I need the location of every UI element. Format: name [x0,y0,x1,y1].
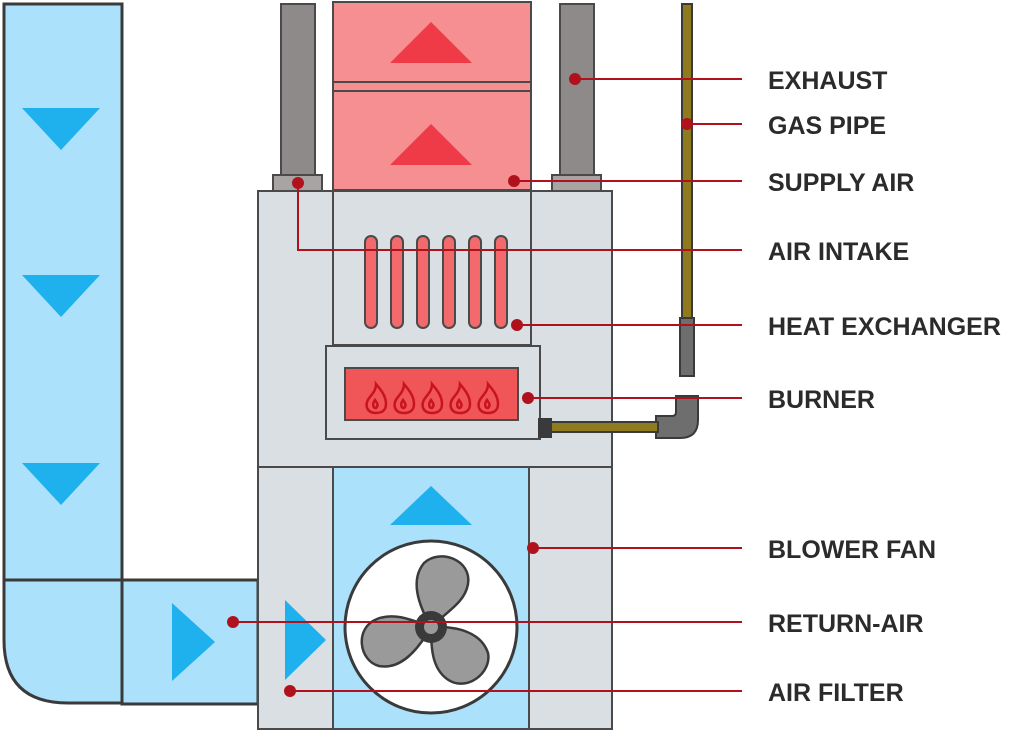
gas-pipe-elbow [655,395,699,439]
supply-plenum-band [332,81,532,92]
fan-blade [360,615,433,668]
fan-blade [415,555,470,629]
flame-icon [477,380,500,415]
callout-dots [227,73,693,697]
blower-fan-icon [343,539,519,715]
right-arrow-icon [172,603,215,681]
label-supply-air: SUPPLY AIR [768,169,914,197]
callout-dot [511,319,523,331]
return-air-duct [2,2,260,706]
heat-exchanger-tube [390,235,404,329]
callout-dot [681,118,693,130]
labels: EXHAUST GAS PIPE SUPPLY AIR AIR INTAKE H… [768,67,1001,707]
flame-icon [365,380,388,415]
callout-dot [527,542,539,554]
label-air-filter: AIR FILTER [768,679,904,707]
furnace-cabinet-upper [257,190,613,468]
label-return-air: RETURN-AIR [768,610,924,638]
burner-flames [365,380,500,415]
flame-icon [421,380,444,415]
gas-pipe-fitting [538,418,552,438]
up-arrow-icon [390,124,472,165]
label-blower-fan: BLOWER FAN [768,536,936,564]
burner-box [344,367,519,421]
exhaust-collar [551,174,602,192]
flame-icon [449,380,472,415]
flame-icon [393,380,416,415]
heat-exchanger-tubes [364,235,508,329]
furnace-cabinet-lower [257,466,613,730]
label-gas-pipe: GAS PIPE [768,112,886,140]
down-arrow-icon [22,108,100,150]
right-arrow-icon [285,600,326,680]
callout-dot [227,616,239,628]
callout-dot [569,73,581,85]
fan-blade [429,625,490,685]
callout-line-air-intake [297,183,742,251]
heat-exchanger-tube [416,235,430,329]
heat-exchanger-tube [494,235,508,329]
callout-dot [522,392,534,404]
up-arrow-icon [390,486,472,525]
callout-dot [284,685,296,697]
up-arrow-icon [390,22,472,63]
heat-exchanger-tube [442,235,456,329]
exhaust-pipe [559,3,595,177]
gas-valve [679,317,695,377]
gas-pipe [538,3,699,439]
supply-air-plenum [332,1,532,191]
air-intake-pipe [280,3,316,177]
gas-pipe-horizontal [547,421,659,433]
air-filter-panel [257,466,334,730]
vent-pipes [272,3,602,192]
label-heat-exchanger: HEAT EXCHANGER [768,313,1001,341]
callout-dot [508,175,520,187]
down-arrow-icon [22,463,100,505]
label-air-intake: AIR INTAKE [768,238,909,266]
heat-exchanger-tube [364,235,378,329]
down-arrow-icon [22,275,100,317]
heat-exchanger-tube [468,235,482,329]
callout-dot [292,177,304,189]
callout-lines [233,78,742,692]
fan-blades [360,555,490,685]
label-burner: BURNER [768,386,875,414]
label-exhaust: EXHAUST [768,67,887,95]
